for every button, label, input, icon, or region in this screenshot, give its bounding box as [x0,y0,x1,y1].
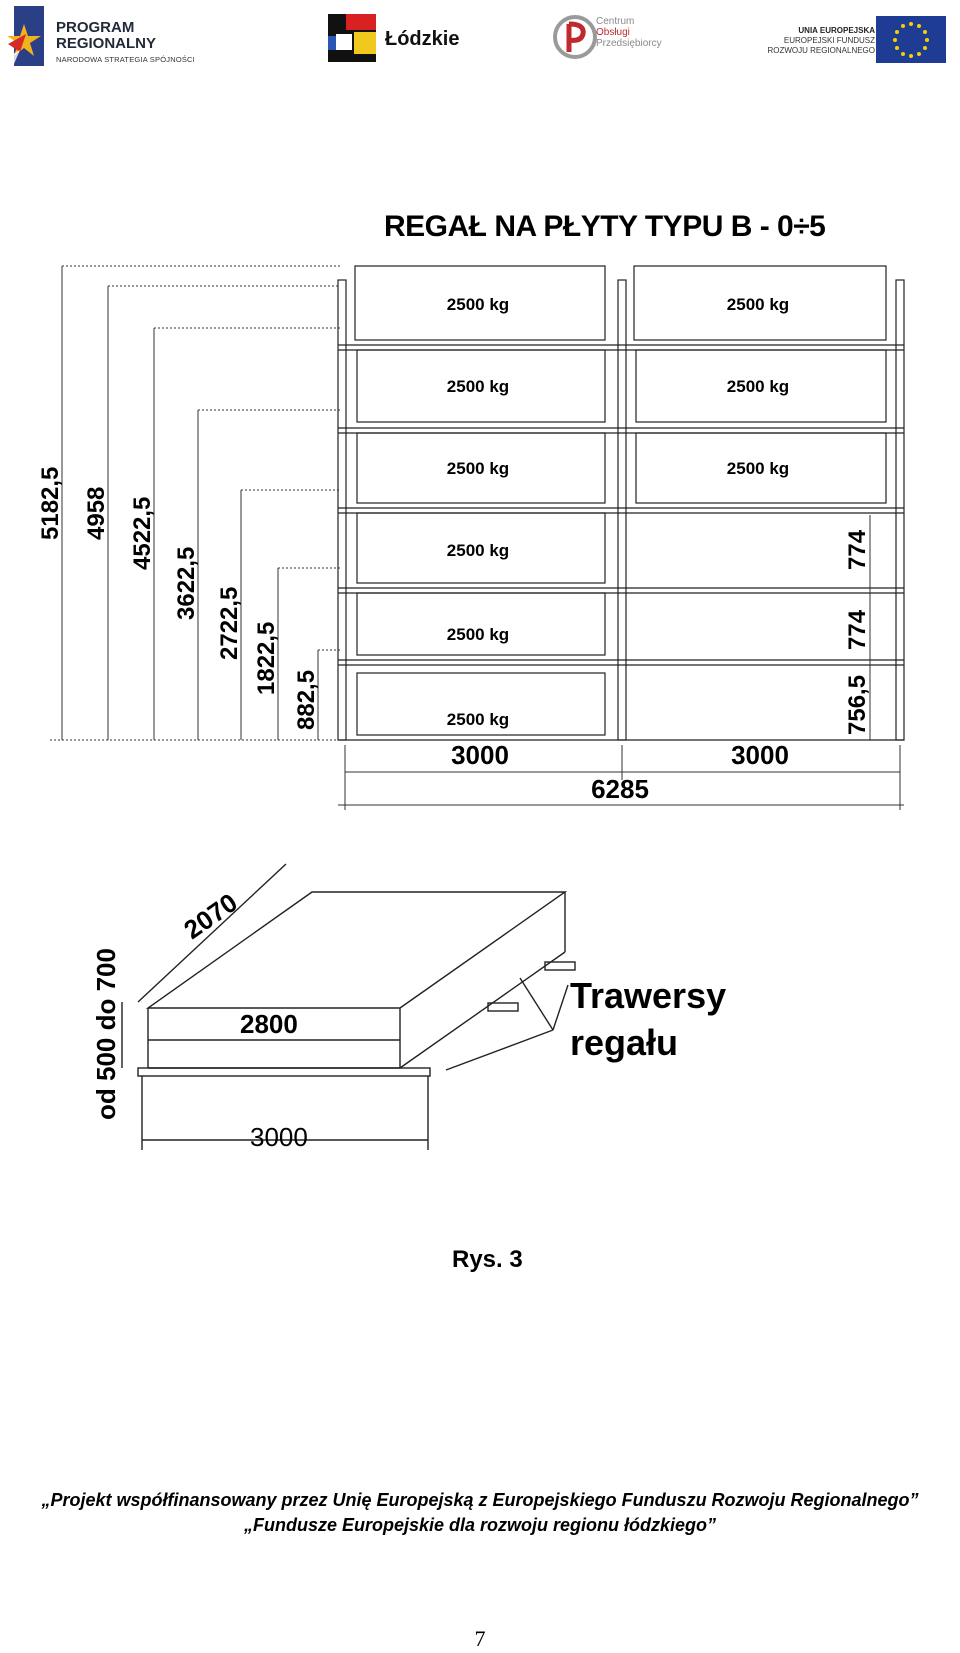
level-dim: 774 [844,529,871,570]
drawing-title: REGAŁ NA PŁYTY TYPU B - 0÷5 [384,210,826,243]
height-dim: 4522,5 [129,497,156,570]
level-dim: 774 [844,609,871,650]
height-dim: 882,5 [293,670,320,730]
cop-line1: Centrum [596,16,635,27]
height-dim: 2722,5 [216,587,243,660]
height-dim: 1822,5 [253,622,280,695]
footer-line1: „Projekt współfinansowany przez Unię Eur… [41,1490,919,1510]
load-label: 2500 kg [447,541,509,560]
height-dim: 3622,5 [173,547,200,620]
eu-line1: UNIA EUROPEJSKA [798,26,875,35]
level-dim: 756,5 [844,675,871,735]
eu-line3: ROZWOJU REGIONALNEGO [767,46,875,55]
cop-emblem-icon [553,15,597,59]
star-logo-icon [6,6,44,66]
program-title-line2: REGIONALNY [56,35,157,52]
height-dim: 4958 [83,487,110,540]
plate-depth: 2070 [178,887,243,945]
upright-middle [617,279,627,741]
traverse-label-2: regału [570,1022,678,1063]
cop-line2: Obsługi [596,27,630,38]
page-number: 7 [474,1626,486,1651]
load-label: 2500 kg [727,377,789,396]
height-dim: 5182,5 [37,467,64,540]
program-subtitle: NARODOWA STRATEGIA SPÓJNOŚCI [56,55,195,64]
plate-drawing: 2070 2800 od 500 do 700 3000 Trawersy re… [91,863,726,1152]
plate-height: od 500 do 700 [91,948,121,1120]
base-width: 3000 [250,1122,308,1152]
bay-width-2: 3000 [731,740,789,770]
rack-drawing: 2500 kg 2500 kg 2500 kg 2500 kg 2500 kg … [37,265,905,810]
program-title-line1: PROGRAM [56,19,135,36]
load-label: 2500 kg [727,459,789,478]
eu-text: UNIA EUROPEJSKA EUROPEJSKI FUNDUSZ ROZWO… [755,26,875,56]
upright-right [895,279,905,741]
cop-text: Centrum Obsługi Przedsiębiorcy [596,16,662,49]
total-width: 6285 [591,774,649,804]
eu-line2: EUROPEJSKI FUNDUSZ [783,36,875,45]
plate-width: 2800 [240,1009,298,1039]
load-label: 2500 kg [447,710,509,729]
load-label: 2500 kg [447,625,509,644]
load-label: 2500 kg [447,295,509,314]
upright-left [337,279,347,741]
load-label: 2500 kg [447,377,509,396]
figure-caption: Rys. 3 [452,1246,523,1273]
load-label: 2500 kg [727,295,789,314]
footer-line2: „Fundusze Europejskie dla rozwoju region… [243,1515,717,1535]
bay-width-1: 3000 [451,740,509,770]
traverse-label-1: Trawersy [570,975,726,1016]
program-title: PROGRAM REGIONALNY [56,20,156,52]
lodzkie-emblem-icon [328,14,376,62]
eu-flag-icon [876,16,946,63]
cop-line3: Przedsiębiorcy [596,38,662,49]
lodzkie-label: Łódzkie [385,28,460,50]
load-label: 2500 kg [447,459,509,478]
